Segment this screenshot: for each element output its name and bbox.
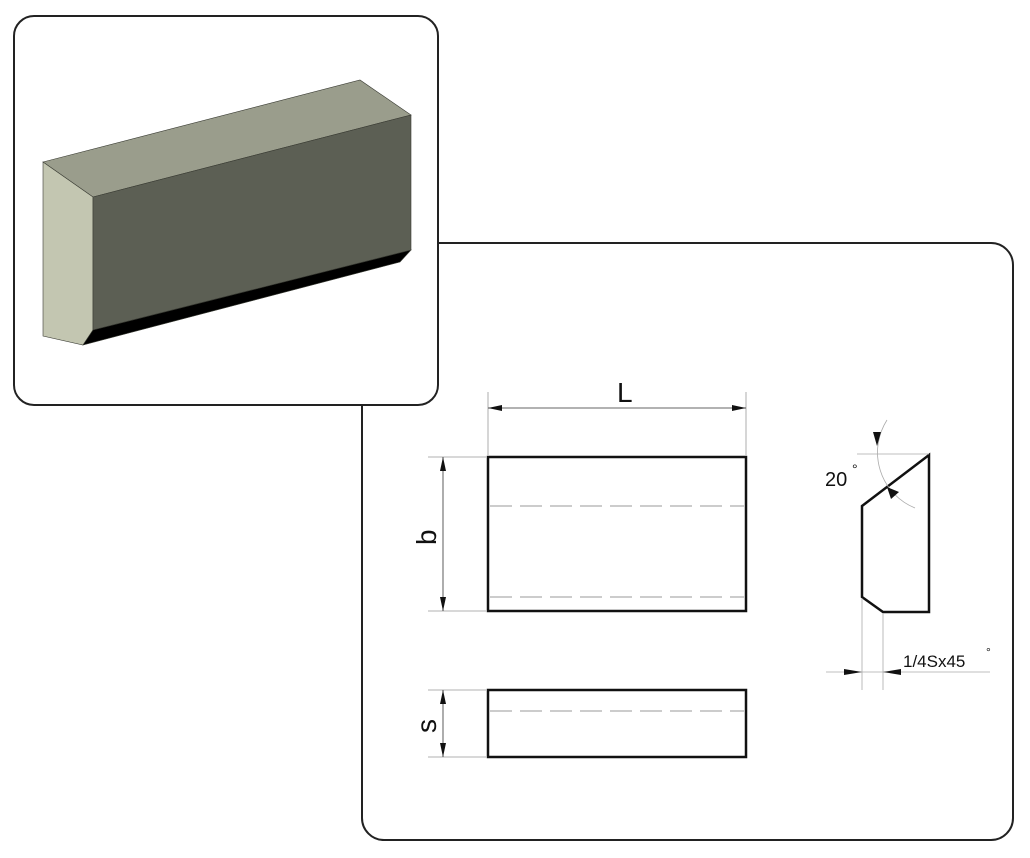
length-label: L: [617, 377, 633, 408]
chamfer-label: 1/4Sx45: [903, 652, 965, 671]
angle-label: 20: [825, 469, 847, 491]
chamfer-degree: °: [986, 645, 991, 659]
width-label: b: [411, 529, 442, 545]
top-view: L b: [411, 377, 748, 613]
side-view: 20 ° 1/4Sx45 °: [825, 419, 991, 690]
angle-degree: °: [852, 461, 858, 477]
block-chamfer: [82, 249, 412, 346]
front-view: s: [411, 688, 748, 759]
isometric-block: [42, 79, 412, 346]
thickness-label: s: [411, 719, 442, 733]
drawing-frame: [361, 242, 1014, 841]
angle-arc: [877, 419, 916, 509]
